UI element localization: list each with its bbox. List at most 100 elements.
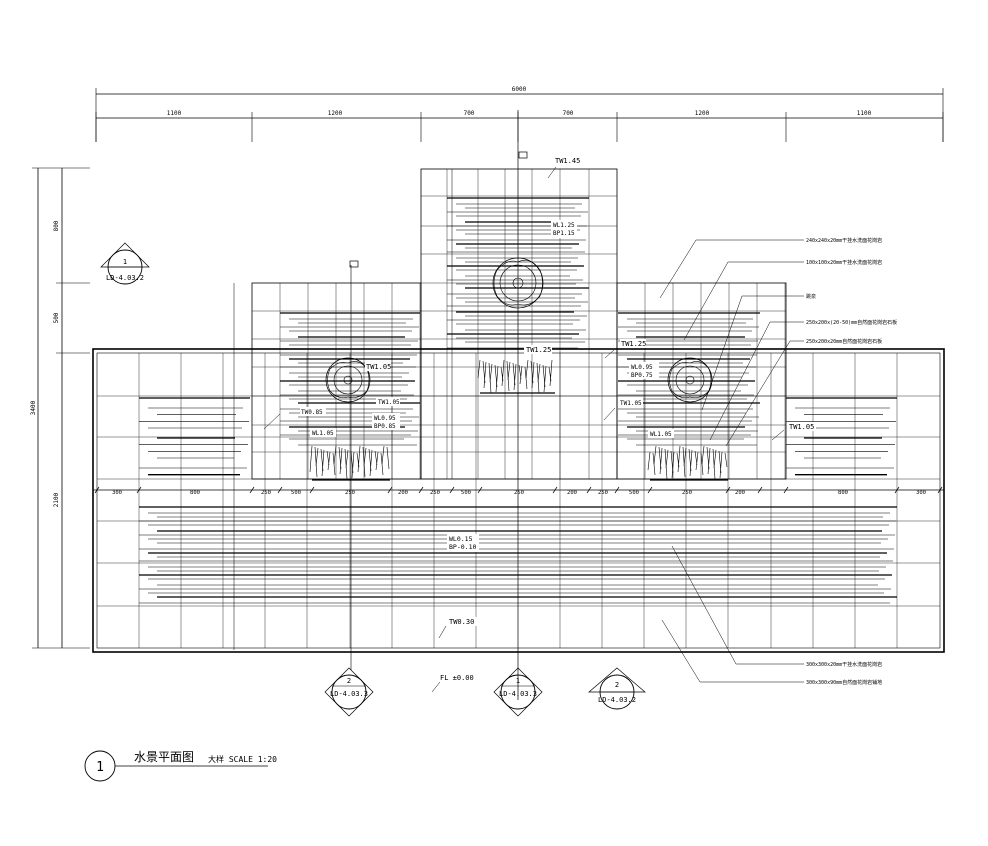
row-tick [586,486,592,494]
plant-stroke [501,359,505,387]
label-bp-top: BP1.15 [553,230,575,237]
plant-stroke [381,445,385,465]
pool-outline [92,348,945,653]
plant-stroke [513,363,517,391]
dim-seg-6: 1100 [857,110,872,117]
label-tw145: TW1.45 [555,157,580,165]
callout-1: 240x240x20mm干挂水洗面花岗岩 [806,237,882,244]
row-tick [937,486,943,494]
row-tick [249,486,255,494]
label-wl-left: WL0.95 [374,415,396,422]
plant-stroke [519,365,523,385]
dim-seg-5: 1200 [695,110,710,117]
row-tick [894,486,900,494]
row-tick [94,486,100,494]
dim-seg-2: 1200 [328,110,343,117]
section-ref-1: LD-4.03.2 [106,274,144,282]
title-block: 1 水景平面图 大样 SCALE 1:20 [84,750,277,782]
row-tick [449,486,455,494]
row-tick [552,486,558,494]
row-dim-12: 500 [629,490,639,496]
row-dim-7: 250 [430,490,440,496]
plant-stroke [713,449,717,469]
plant-stroke [719,451,723,479]
section-ref-3: LD-4.03.3 [499,690,537,698]
plant-stroke [314,446,318,478]
plant-stroke [689,449,693,477]
row-dim-2: 800 [190,490,200,496]
callout-7: 300x300x90mm自然面花岗岩铺地 [806,679,882,686]
dim-seg-4: 700 [563,110,574,117]
row-dim-5: 250 [345,490,355,496]
plant-stroke [677,445,681,473]
title-scale: 大样 SCALE 1:20 [208,754,277,764]
callout-4: 250x200x(20-50)mm自然面花岗岩石板 [806,319,897,326]
plant-stroke [647,451,651,471]
plant-stroke [495,365,499,393]
label-bp-right: BP0.75 [631,372,653,379]
row-dim-15: 800 [838,490,848,496]
plant-stroke [327,451,331,471]
row-dim-11: 250 [598,490,608,496]
plant-stroke [483,361,487,389]
label-tw125-right: TW1.25 [621,340,646,348]
plant-stroke [357,445,361,473]
title-num: 1 [96,760,104,775]
plant-stroke [321,449,325,477]
dim-left-3: 2100 [53,492,60,507]
label-tw-center: TW1.25 [526,346,551,354]
dim-left-2: 500 [53,312,60,323]
plant-stroke [489,363,493,383]
section-num-2: 2 [347,677,351,685]
section-num-1: 1 [123,258,127,266]
callout-6: 300x300x20mm干挂水洗面花岗岩 [806,661,882,668]
row-tick [277,486,283,494]
plant-stroke [339,447,343,475]
row-tick [136,486,142,494]
row-tick [647,486,653,494]
fountain-plan [92,110,945,700]
callout-2: 100x100x20mm干挂水洗面花岗岩 [806,259,882,266]
plant-stroke [477,359,481,379]
plant-stroke [507,361,511,381]
label-tw-left1: TW1.05 [366,363,391,371]
row-dim-9: 250 [514,490,524,496]
plant-stroke [683,447,687,467]
label-wl-right: WL0.95 [631,364,653,371]
water-hatch [139,197,897,604]
plant-stroke [488,362,492,394]
plant-stroke [386,446,390,470]
dim-left-1: 800 [53,220,60,231]
title-name: 水景平面图 [134,750,194,764]
plant-stroke [665,449,669,469]
dim-seg-3: 700 [464,110,475,117]
row-dim-6: 200 [398,490,408,496]
callout-5: 250x200x20mm自然面花岗岩石板 [806,338,882,345]
section-ref-4: LD-4.03.2 [598,696,636,704]
plant-stroke [375,451,379,471]
segment-ticks [95,112,944,142]
section-mark-2: 2 LD-4.03.3 [324,667,374,717]
label-wl-small-right: WL1.05 [650,431,672,438]
row-tick [418,486,424,494]
fountain-left [325,357,371,403]
section-mark-4: 2 LD-4.03.2 [588,667,646,710]
row-dim-8: 500 [461,490,471,496]
row-dim-4: 500 [291,490,301,496]
callout-3: 跳泉 [806,293,816,300]
material-callouts: 240x240x20mm干挂水洗面花岗岩 100x100x20mm干挂水洗面花岗… [659,237,897,686]
plant-stroke [701,445,705,465]
plant-stroke [712,448,716,480]
row-dim-10: 200 [567,490,577,496]
plant-stroke [537,363,541,383]
elevation-labels: TW1.45 WL1.25 BP1.15 TW1.25 TW1.25 TW1.0… [263,156,816,693]
plant-stroke [345,449,349,469]
section-mark-1: 1 LD-4.03.2 [100,242,150,285]
plant-stroke [344,448,348,480]
plant-stroke [531,361,535,389]
plant-stroke [363,447,367,467]
label-tw105-right: TW1.05 [789,423,814,431]
plant-stroke [695,451,699,471]
